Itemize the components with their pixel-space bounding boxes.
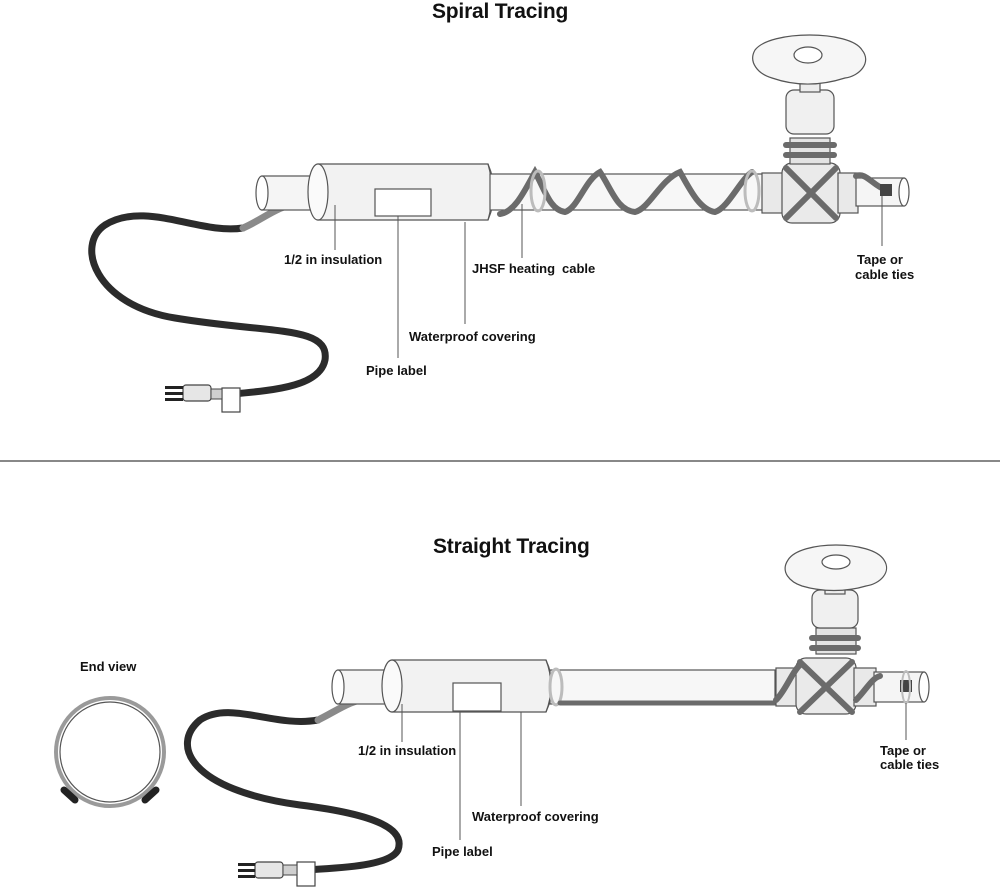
straight-diagram [54, 544, 930, 887]
straight-title: Straight Tracing [433, 535, 590, 558]
spiral-label-heating: JHSF heating [472, 261, 556, 276]
spiral-label-pipe-label: Pipe label [366, 363, 427, 378]
end-view-icon [54, 696, 166, 808]
spiral-label-tape-line2: cable ties [855, 267, 915, 282]
spiral-label-tape-line1: Tape or [857, 252, 903, 267]
spiral-heating-cable [497, 165, 755, 217]
spiral-label-insulation: 1/2 in insulation [284, 252, 383, 267]
spiral-label-waterproof: Waterproof covering [409, 329, 536, 344]
leader-lines [401, 703, 907, 840]
straight-label-waterproof: Waterproof covering [472, 809, 599, 824]
cable-end-cap [880, 184, 892, 196]
straight-label-tape-line2: cable ties [880, 757, 940, 772]
insulation-sleeve [307, 163, 495, 221]
leader-lines [334, 196, 883, 358]
insulation-sleeve [381, 659, 553, 713]
power-cord [183, 709, 403, 874]
spiral-diagram [88, 34, 910, 413]
straight-label-end-view: End view [80, 659, 137, 674]
pipe-label-tag [374, 188, 432, 217]
straight-label-pipe-label: Pipe label [432, 844, 493, 859]
spiral-title: Spiral Tracing [432, 0, 569, 23]
valve-cable-wrap [783, 142, 889, 221]
straight-label-tape-line1: Tape or [880, 743, 926, 758]
pipe-left [255, 175, 313, 211]
straight-label-insulation: 1/2 in insulation [358, 743, 457, 758]
plug-icon [165, 384, 241, 413]
power-cord [88, 212, 329, 398]
pipe-label-tag [452, 682, 502, 712]
pipe-body [549, 669, 776, 705]
section-divider [0, 460, 1000, 462]
spiral-label-cable: cable [562, 261, 596, 276]
pipe-left [331, 669, 389, 705]
plug-icon [238, 861, 316, 887]
valve-cable-wrap [773, 635, 883, 715]
